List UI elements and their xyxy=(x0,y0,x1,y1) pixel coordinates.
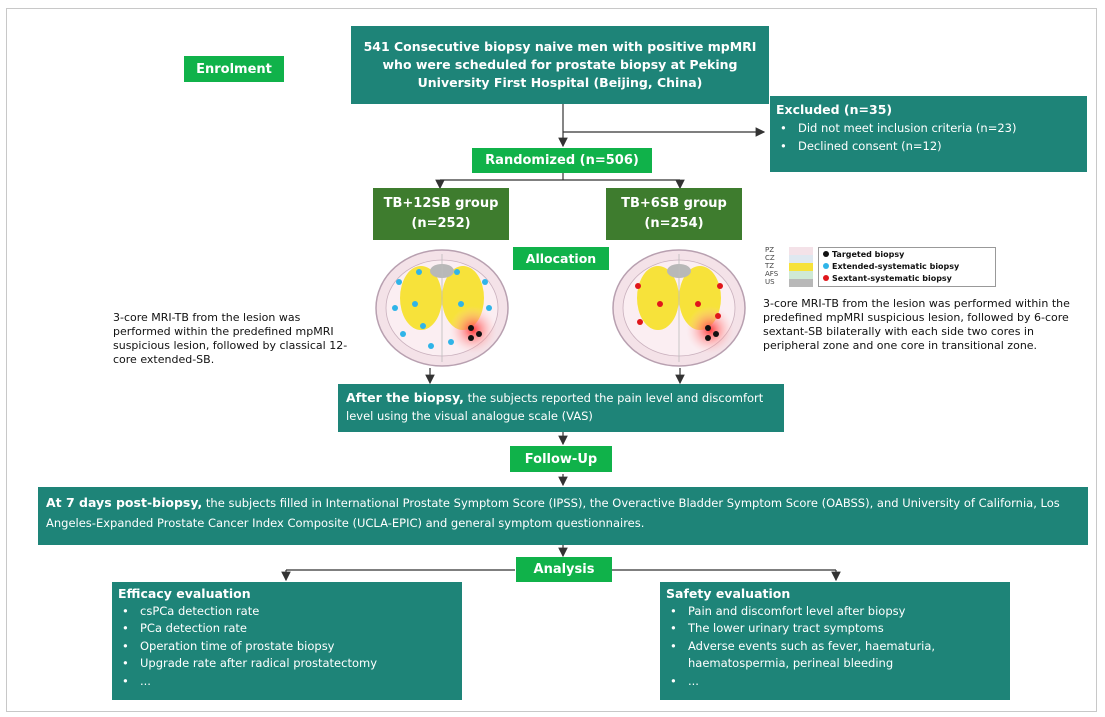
group-left-name: TB+12SB group xyxy=(383,196,499,211)
extended-dot-icon xyxy=(823,263,829,269)
figure-frame xyxy=(6,8,1097,712)
prostate-diagram-left xyxy=(375,249,509,367)
legend-item-sextant: Sextant-systematic biopsy xyxy=(823,273,991,285)
excluded-box: Excluded (n=35) Did not meet inclusion c… xyxy=(770,96,1087,172)
right-arm-description: 3-core MRI-TB from the lesion was perfor… xyxy=(763,297,1070,352)
legend-item-extended: Extended-systematic biopsy xyxy=(823,261,991,273)
efficacy-title: Efficacy evaluation xyxy=(118,586,251,601)
safety-item: Pain and discomfort level after biopsy xyxy=(666,603,1004,621)
after-biopsy-box: After the biopsy, the subjects reported … xyxy=(338,384,784,432)
excluded-item: Declined consent (n=12) xyxy=(776,137,1081,155)
efficacy-item: Upgrade rate after radical prostatectomy xyxy=(118,655,456,673)
randomized-label: Randomized (n=506) xyxy=(472,148,652,173)
analysis-label: Analysis xyxy=(516,557,612,582)
excluded-title: Excluded (n=35) xyxy=(776,102,893,117)
group-left-n: (n=252) xyxy=(411,216,471,231)
group-right-n: (n=254) xyxy=(644,216,704,231)
efficacy-box: Efficacy evaluation csPCa detection rate… xyxy=(112,582,462,700)
post-biopsy-questionnaire-box: At 7 days post-biopsy, the subjects fill… xyxy=(38,487,1088,545)
efficacy-item: PCa detection rate xyxy=(118,620,456,638)
efficacy-item: Operation time of prostate biopsy xyxy=(118,638,456,656)
legend-item-targeted: Targeted biopsy xyxy=(823,249,991,261)
sextant-biopsy-points xyxy=(635,283,723,325)
efficacy-item: csPCa detection rate xyxy=(118,603,456,621)
targeted-dot-icon xyxy=(823,251,829,257)
safety-item: Adverse events such as fever, haematuria… xyxy=(666,638,1004,673)
efficacy-item: ... xyxy=(118,673,456,691)
safety-box: Safety evaluation Pain and discomfort le… xyxy=(660,582,1010,700)
safety-item: The lower urinary tract symptoms xyxy=(666,620,1004,638)
safety-title: Safety evaluation xyxy=(666,586,791,601)
group-right-name: TB+6SB group xyxy=(621,196,727,211)
excluded-item: Did not meet inclusion criteria (n=23) xyxy=(776,119,1081,137)
zone-label: PZ xyxy=(765,246,775,254)
prostate-diagram-right xyxy=(612,249,746,367)
targeted-biopsy-points xyxy=(705,325,719,341)
extended-biopsy-points xyxy=(392,269,492,349)
enrolment-box: 541 Consecutive biopsy naive men with po… xyxy=(351,26,769,104)
zone-legend xyxy=(789,247,813,287)
group-right-box: TB+6SB group (n=254) xyxy=(606,188,742,240)
allocation-label: Allocation xyxy=(513,247,609,270)
biopsy-legend: Targeted biopsy Extended-systematic biop… xyxy=(818,247,996,287)
zone-labels: PZ CZ TZ AFS US xyxy=(765,246,787,286)
left-arm-description: 3-core MRI-TB from the lesion was perfor… xyxy=(113,311,348,366)
group-left-box: TB+12SB group (n=252) xyxy=(373,188,509,240)
sextant-dot-icon xyxy=(823,275,829,281)
zone-label: TZ xyxy=(765,262,775,270)
targeted-biopsy-points xyxy=(468,325,482,341)
enrolment-label: Enrolment xyxy=(184,56,284,82)
zone-label: AFS xyxy=(765,270,779,278)
safety-item: ... xyxy=(666,673,1004,691)
follow-up-label: Follow-Up xyxy=(510,446,612,472)
zone-label: US xyxy=(765,278,775,286)
zone-label: CZ xyxy=(765,254,775,262)
